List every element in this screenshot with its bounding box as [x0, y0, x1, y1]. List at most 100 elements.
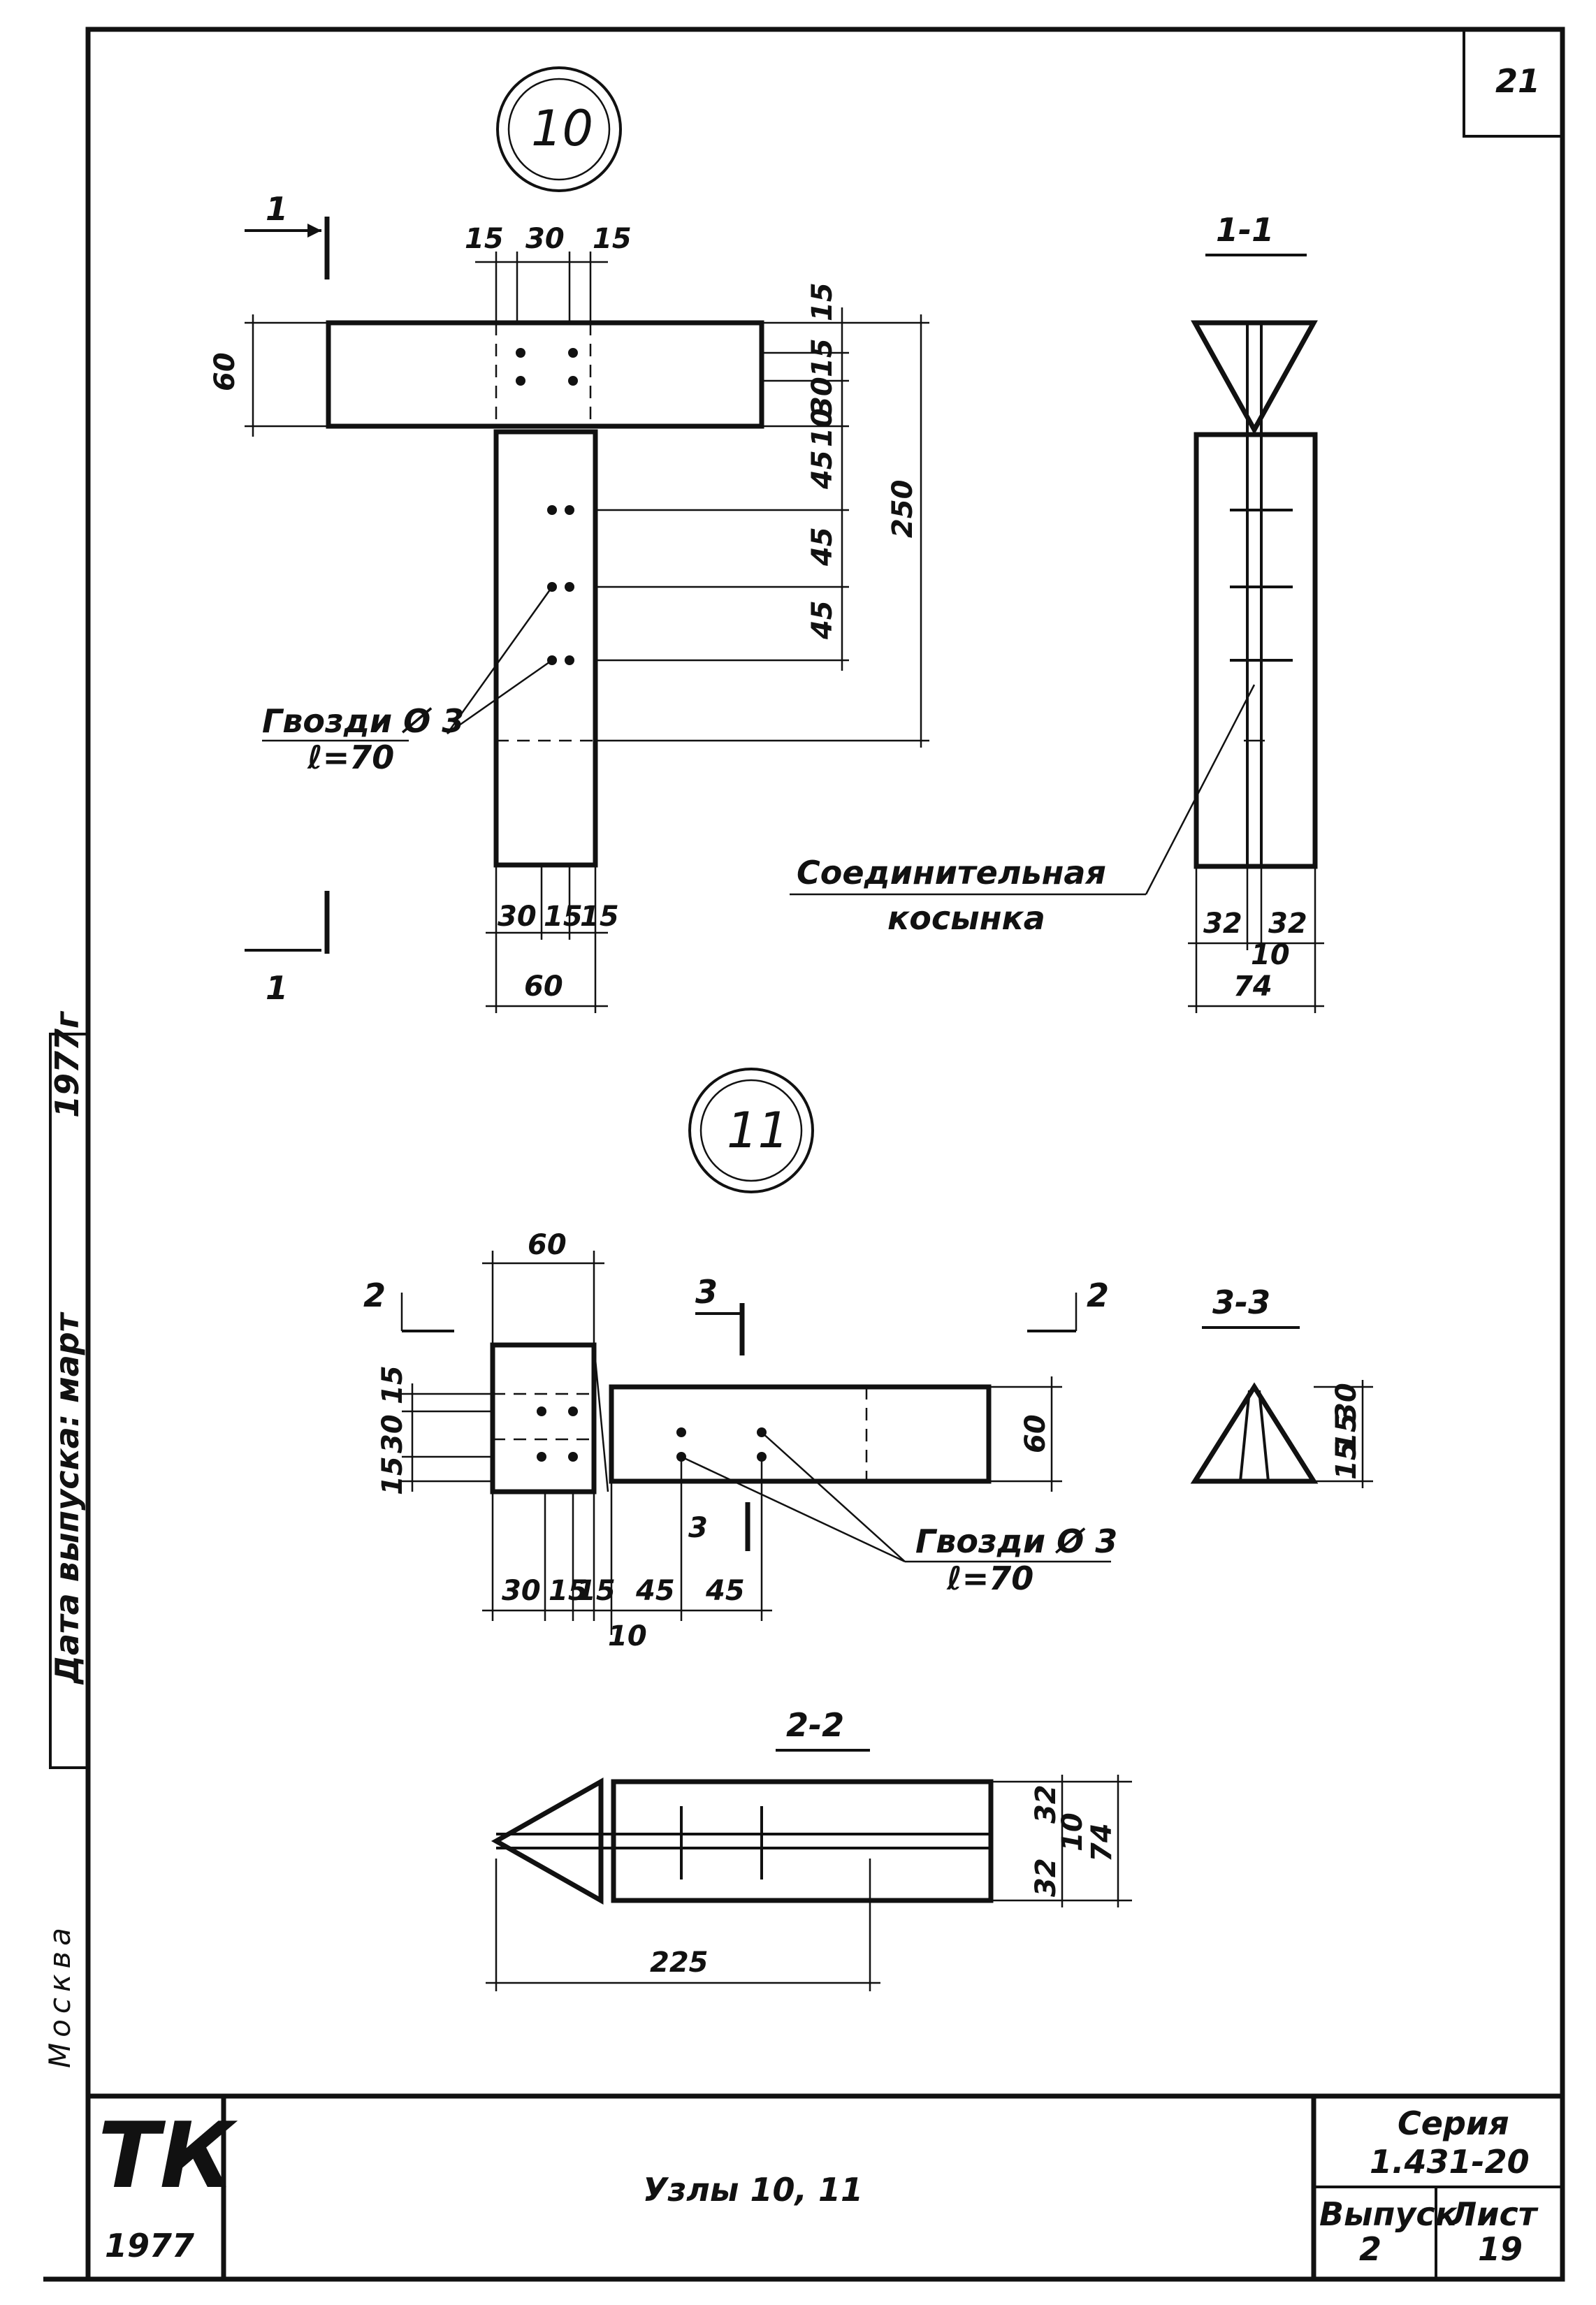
node11-bottom-dimension	[482, 1460, 772, 1635]
node11-s22-dim-4: 74	[1086, 1823, 1118, 1862]
node11-bottom-dim-5: 45	[705, 1575, 745, 1607]
node11-top-dimension	[482, 1251, 604, 1345]
node10-left-dimension	[245, 314, 328, 437]
node11-bottom-dim-2: 15	[549, 1575, 588, 1607]
node10-right-dim-7: 45	[806, 600, 839, 640]
title-block-org-year: 1977	[105, 2227, 194, 2264]
node11-s22-dim-1: 32	[1030, 1784, 1062, 1824]
node10-connector-label-2: косынка	[887, 899, 1045, 937]
node10-top-dimension	[475, 252, 608, 323]
node11-section-mark-3-top	[695, 1303, 745, 1355]
node11-section-mark-3-bottom-label: 3	[688, 1512, 708, 1544]
node11-plan-post	[490, 1342, 609, 1495]
node10-right-dimension	[595, 307, 929, 748]
node11-bottom-dim-4: 45	[635, 1575, 675, 1607]
node11-nails-label: Гвозди Ø 3	[915, 1522, 1117, 1560]
node11-s22-dim-3: 32	[1030, 1858, 1062, 1897]
node11-section-mark-2-left-label: 2	[363, 1277, 386, 1314]
node11-top-dim: 60	[528, 1229, 567, 1261]
node10-nails-length: ℓ=70	[307, 739, 394, 776]
node11-section-title-33: 3-3	[1212, 1284, 1270, 1321]
node11-section-mark-2-right-label: 2	[1087, 1277, 1109, 1314]
node11-nails	[537, 1406, 767, 1462]
node10-right-dim-2: 15	[806, 338, 839, 377]
node10-horizontal-beam	[326, 320, 764, 429]
side-stamp	[49, 1033, 89, 1769]
node10-section-mark-bottom	[245, 891, 330, 954]
node11-section-title-22: 2-2	[786, 1706, 844, 1744]
node10-right-dim-4: 10	[806, 408, 839, 447]
node10-circle-label: 10	[531, 100, 593, 157]
node10-right-dim-5: 45	[806, 450, 839, 490]
node10-nails-label: Гвозди Ø 3	[262, 702, 464, 740]
title-block-sheet-value: 19	[1478, 2230, 1523, 2268]
node10-right-dim-1: 15	[806, 282, 839, 321]
node10-section-mark-top	[245, 217, 330, 279]
node10-right-dim-6: 45	[806, 527, 839, 567]
sheet-frame	[43, 27, 1565, 2282]
title-block-org: ТК	[98, 2102, 238, 2209]
node10-section-dim-1: 32	[1203, 908, 1242, 940]
title-block-issue-label: Выпуск	[1319, 2195, 1458, 2233]
node10-top-dim-1: 15	[465, 223, 504, 255]
node11-section-mark-2-left	[400, 1293, 454, 1332]
node10-bottom-dim-2: 15	[544, 901, 583, 933]
node11-nails-leader	[681, 1432, 1111, 1563]
node11-left-dim-2: 30	[377, 1414, 409, 1453]
title-block-title: Узлы 10, 11	[643, 2171, 863, 2209]
node11-bottom-dim-3: 15	[576, 1575, 616, 1607]
title-block-series-value: 1.431-20	[1370, 2143, 1530, 2181]
node11-circle	[688, 1068, 814, 1193]
node10-nails	[516, 348, 578, 665]
node10-right-dim-3: 30	[806, 377, 839, 416]
node11-left-dim-1: 15	[377, 1365, 409, 1404]
side-stamp-year: 1977г	[48, 1010, 86, 1118]
title-block-series-label: Серия	[1398, 2104, 1509, 2142]
node11-section-mark-2-right	[1027, 1293, 1078, 1332]
sheet-number: 21	[1495, 62, 1540, 100]
title-block-issue-value: 2	[1359, 2230, 1381, 2268]
node11-s22-length: 225	[650, 1947, 709, 1979]
node11-section-2-2	[491, 1777, 994, 1905]
node10-bottom-dim-3: 15	[580, 901, 619, 933]
title-block-sheet-label: Лист	[1449, 2195, 1539, 2233]
node10-bottom-dimension	[486, 865, 608, 1013]
node10-section-mark-bottom-label: 1	[266, 969, 288, 1007]
node10-bottom-dim-1: 30	[498, 901, 537, 933]
node11-left-dim-3: 15	[377, 1456, 409, 1495]
node10-top-dim-2: 30	[525, 223, 565, 255]
node10-connector-leader	[790, 684, 1256, 896]
node11-section-mark-3-top-label: 3	[695, 1273, 718, 1311]
node10-section-title: 1-1	[1216, 211, 1274, 249]
side-stamp-date-label: Дата выпуска: март	[48, 1311, 86, 1685]
title-block	[88, 2093, 1562, 2279]
node11-s22-dim-2: 10	[1057, 1812, 1089, 1852]
node11-left-dimension	[402, 1383, 493, 1492]
node10-section-mark-top-label: 1	[266, 190, 288, 228]
node11-nails-length: ℓ=70	[946, 1559, 1033, 1597]
node10-connector-label-1: Соединительная	[797, 854, 1106, 892]
node10-section-dim-3: 10	[1251, 939, 1290, 971]
side-stamp-city: Москва	[43, 1922, 77, 2068]
node11-section-2-2-dimension	[486, 1775, 1132, 1991]
node10-total-dim: 250	[887, 480, 919, 539]
node10-left-dim: 60	[209, 352, 241, 391]
node11-bottom-dim-6: 10	[608, 1620, 647, 1652]
node10-vertical-post	[493, 429, 598, 868]
node11-circle-label: 11	[727, 1102, 789, 1159]
node10-nails-leader	[262, 586, 553, 742]
node10-bottom-total: 60	[524, 970, 563, 1003]
node11-bottom-dim-1: 30	[502, 1575, 541, 1607]
node10-section-dimension	[1188, 866, 1324, 1013]
node11-s33-dim-2: 15	[1330, 1413, 1363, 1452]
node11-s33-dim-1: 15	[1330, 1441, 1363, 1480]
node10-section-dim-2: 32	[1268, 908, 1307, 940]
node10-section-1-1	[1191, 320, 1318, 869]
node11-s33-dim-3: 30	[1330, 1383, 1363, 1422]
node10-circle	[496, 66, 622, 192]
node11-section-3-3-dimension	[1314, 1380, 1373, 1488]
node10-section-dim-4: 74	[1233, 970, 1272, 1003]
node11-plan-beam	[609, 1384, 992, 1484]
node10-top-dim-3: 15	[593, 223, 632, 255]
node11-right-dim: 60	[1020, 1414, 1052, 1453]
